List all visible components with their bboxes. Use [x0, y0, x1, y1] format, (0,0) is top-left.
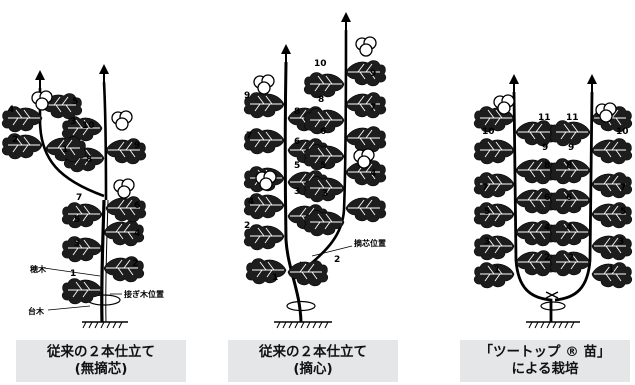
fig3-right-leaf-8: 8: [566, 161, 572, 171]
cultivation-illustrations: 1 2 3 4 5 6 7 8 9 10 1 2 3 4 5 穂木 接ぎ木位置 …: [0, 12, 633, 329]
figure2-plant: [244, 12, 387, 329]
fig3-right-leaf-11: 11: [566, 113, 579, 123]
fig1-leaf-2: 2: [132, 259, 138, 269]
caption-line2: (摘心): [293, 361, 333, 377]
fig3-right-leaf-9: 9: [568, 143, 574, 153]
fig1-leaf-6: 6: [134, 201, 140, 211]
figure1-labels: 1 2 3 4 5 6 7 8 9 10 1 2 3 4 5 穂木 接ぎ木位置 …: [8, 97, 164, 316]
fig2-right-leaf-4: 4: [370, 169, 376, 179]
fig2-leaf-5: 5: [294, 161, 300, 171]
fig2-leaf-10: 10: [314, 59, 327, 69]
fig3-left-leaf-5: 5: [484, 207, 490, 217]
fig3-right-leaf-7: 7: [620, 183, 626, 193]
fig2-right-leaf-5: 5: [320, 161, 326, 171]
fig1-branch-leaf-1: 1: [62, 145, 68, 155]
fig3-right-leaf-1: 1: [608, 265, 614, 275]
fig2-right-leaf-3: 3: [322, 189, 328, 199]
fig1-leaf-7: 7: [76, 193, 82, 203]
fig3-left-leaf-3: 3: [484, 237, 490, 247]
caption-conventional-pinched: 従来の２本仕立て (摘心): [228, 340, 398, 382]
figure3-plant: [474, 74, 633, 329]
fig2-pinching-position-label: 摘芯位置: [354, 238, 386, 248]
fig3-left-leaf-10: 10: [482, 127, 495, 137]
figure1-plant: [2, 64, 147, 329]
fig3-right-leaf-2: 2: [568, 253, 574, 263]
fig2-leaf-3: 3: [294, 187, 300, 197]
fig1-branch-leaf-3: 3: [70, 117, 76, 127]
fig3-right-leaf-10: 10: [616, 127, 629, 137]
fig2-leaf-6: 6: [294, 137, 300, 147]
fig1-leaf-10: 10: [82, 121, 95, 131]
fig3-left-leaf-6: 6: [544, 193, 550, 203]
fig1-branch-leaf-2: 2: [12, 135, 18, 145]
fig2-right-leaf-9: 9: [370, 69, 376, 79]
fig2-right-leaf-8: 8: [318, 95, 324, 105]
fig2-leaf-2: 2: [244, 221, 250, 231]
figure2-labels: 1 2 3 4 5 6 7 8 9 10 2 3 4 5 6 7 8 9 摘芯位…: [244, 59, 386, 283]
fig1-branch-leaf-4: 4: [8, 105, 14, 115]
fig3-left-leaf-9: 9: [542, 143, 548, 153]
fig3-left-leaf-7: 7: [482, 183, 488, 193]
caption-line1: 従来の２本仕立て: [47, 344, 155, 360]
fig1-leaf-4: 4: [134, 229, 140, 239]
fig2-right-leaf-7: 7: [370, 103, 376, 113]
fig3-right-leaf-4: 4: [566, 223, 572, 233]
fig3-left-leaf-2: 2: [544, 253, 550, 263]
fig1-graft-position-label: 接ぎ木位置: [124, 289, 164, 299]
caption-conventional-no-pinch: 従来の２本仕立て (無摘芯): [16, 340, 186, 382]
fig2-leaf-7: 7: [246, 131, 252, 141]
fig1-branch-leaf-5: 5: [72, 97, 78, 107]
fig3-left-leaf-4: 4: [544, 223, 550, 233]
fig1-leaf-5: 5: [74, 215, 80, 225]
fig2-leaf-8: 8: [294, 107, 300, 117]
fig2-right-leaf-2: 2: [334, 255, 340, 265]
figure3-labels: 1 2 3 4 5 6 7 8 9 10 11 1 2 3 4 5 6 7 8 …: [482, 113, 629, 275]
fig3-left-leaf-8: 8: [544, 161, 550, 171]
fig2-right-leaf-6: 6: [320, 127, 326, 137]
fig1-leaf-8: 8: [86, 155, 92, 165]
fig3-right-leaf-3: 3: [618, 237, 624, 247]
fig3-left-leaf-1: 1: [494, 265, 500, 275]
fig2-leaf-9: 9: [244, 91, 250, 101]
fig1-rootstock-label: 台木: [28, 306, 45, 316]
caption-line2: による栽培: [511, 361, 579, 377]
caption-line1: 従来の２本仕立て: [259, 344, 367, 360]
fig1-leaf-9: 9: [134, 141, 140, 151]
fig2-leaf-1: 1: [272, 273, 278, 283]
fig2-leaf-4: 4: [248, 197, 254, 207]
fig1-leaf-1: 1: [70, 269, 76, 279]
caption-line2: (無摘芯): [74, 361, 128, 377]
fig3-left-leaf-11: 11: [538, 113, 551, 123]
fig1-leaf-3: 3: [74, 239, 80, 249]
fig3-right-leaf-5: 5: [620, 207, 626, 217]
caption-line1: 「ツートップ ® 苗」: [479, 344, 611, 360]
fig3-right-leaf-6: 6: [566, 193, 572, 203]
fig1-scion-label: 穂木: [30, 264, 47, 274]
caption-two-top-seedling: 「ツートップ ® 苗」 による栽培: [460, 340, 630, 382]
